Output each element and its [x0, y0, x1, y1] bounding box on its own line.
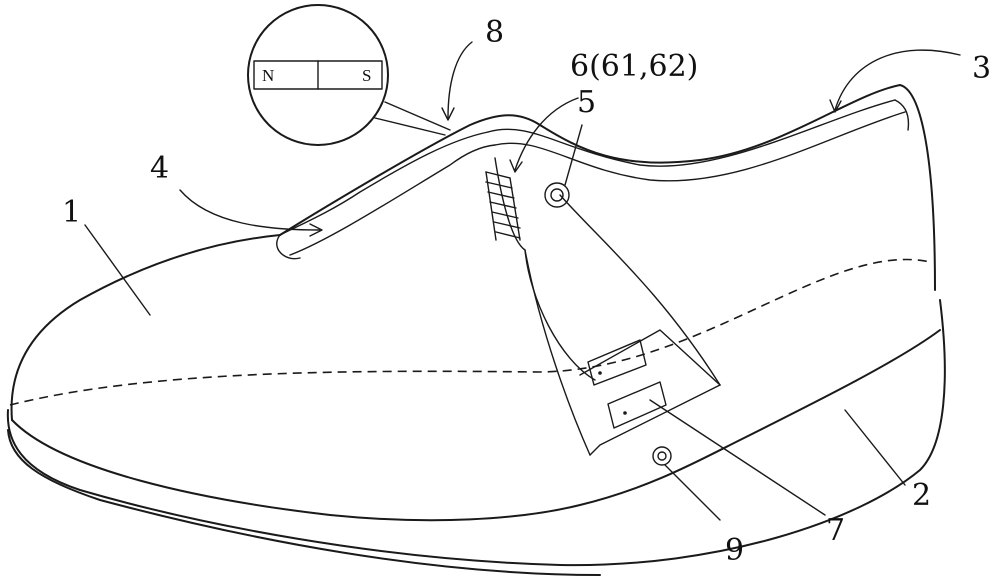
label-3-collar: 3	[972, 51, 991, 86]
label-5-pivot: 5	[577, 85, 596, 120]
tongue-slot	[276, 131, 496, 260]
shoe-collar	[487, 99, 910, 182]
label-6-spring: 6(61,62)	[570, 49, 698, 84]
magnet-south-label: S	[362, 66, 371, 85]
shoe-sole	[6, 299, 946, 576]
spring-coil	[485, 171, 521, 241]
magnet-north-label: N	[262, 66, 274, 85]
side-button	[652, 446, 672, 466]
label-2-sole: 2	[912, 478, 931, 513]
leader-lines	[84, 41, 961, 521]
shoe-upper	[9, 84, 936, 421]
electrode-plates	[587, 339, 667, 429]
label-7-plates: 7	[826, 513, 845, 548]
label-9-button: 9	[725, 533, 744, 568]
label-8-magnet: 8	[485, 15, 504, 50]
magnet-callout: N S	[247, 4, 451, 146]
pivot-ring	[544, 182, 570, 208]
label-4-tongue-slot: 4	[150, 151, 169, 186]
label-1-upper: 1	[62, 195, 81, 230]
tension-mechanism	[494, 157, 721, 456]
